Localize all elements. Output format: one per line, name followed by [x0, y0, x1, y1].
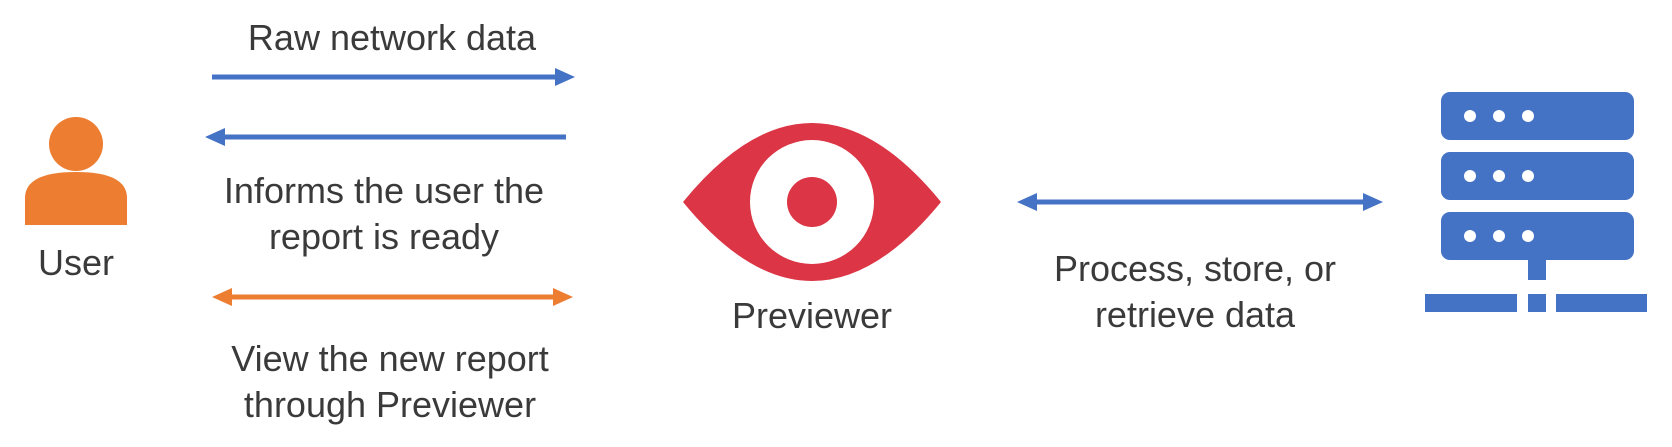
arrow-informs — [205, 128, 566, 146]
arrow-raw-data — [212, 68, 575, 86]
arrow-process-data — [1017, 193, 1383, 211]
process-data-label: Process, store, or retrieve data — [1054, 246, 1336, 338]
process-data-label-line2: retrieve data — [1094, 294, 1296, 335]
raw-data-label: Raw network data — [248, 15, 536, 61]
raw-data-label-text: Raw network data — [247, 17, 537, 58]
process-data-label-line1: Process, store, or — [1053, 248, 1337, 289]
server-icon — [1425, 92, 1647, 312]
informs-label: Informs the user the report is ready — [224, 168, 544, 260]
user-label-text: User — [37, 242, 115, 283]
informs-label-line2: report is ready — [268, 216, 500, 257]
arrow-view-report — [212, 288, 573, 306]
eye-icon — [683, 123, 941, 281]
user-label: User — [38, 240, 114, 286]
previewer-label-text: Previewer — [731, 295, 893, 336]
view-report-label-line1: View the new report — [231, 338, 549, 379]
view-report-label: View the new report through Previewer — [231, 336, 549, 428]
informs-label-line1: Informs the user the — [223, 170, 545, 211]
previewer-label: Previewer — [732, 293, 892, 339]
view-report-label-line2: through Previewer — [243, 384, 537, 425]
user-icon — [25, 117, 127, 225]
